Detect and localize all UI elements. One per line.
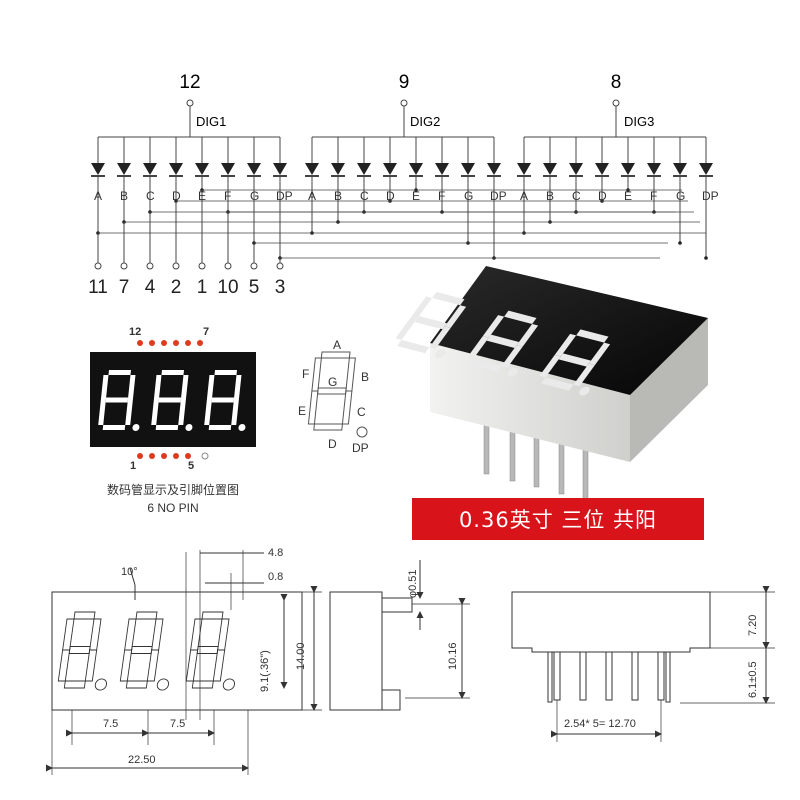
schematic-segment-label: A (520, 189, 528, 203)
front-bottom-pin-dots (137, 452, 209, 460)
schematic-pin-number: 1 (197, 277, 208, 298)
dim-front-digits (57, 611, 236, 691)
dim-pin-dia-label: φ0.51 (407, 569, 419, 598)
schematic-segment-label: D (386, 189, 395, 203)
segment-map-label-a: A (333, 338, 341, 352)
dig1-label: DIG1 (196, 114, 226, 129)
angle-line-2 (129, 567, 136, 586)
side-pin-top (381, 596, 413, 613)
render-body-top (430, 266, 708, 395)
schematic-segment-label: B (334, 189, 342, 203)
schematic-segment-label: G (676, 189, 685, 203)
schematic-segment-label: F (438, 189, 445, 203)
front-digits (98, 370, 246, 431)
side-view-body (329, 591, 383, 711)
schematic-segment-label: E (412, 189, 420, 203)
schematic-pin-number: 11 (88, 277, 108, 298)
schematic-pin-number: 4 (145, 277, 156, 298)
schematic-wiring (91, 99, 713, 270)
schematic-segment-label: D (172, 189, 181, 203)
front-bottom-pin-left: 1 (130, 460, 136, 472)
front-bottom-pin-right: 5 (188, 460, 194, 472)
schematic-segment-label: E (624, 189, 632, 203)
side-pin-bottom (382, 689, 401, 711)
dim-pin-length-label: 6.1±0.5 (747, 661, 759, 698)
dig3-pin-number: 8 (611, 72, 622, 93)
segment-map-outline (307, 351, 356, 431)
dimension-drawings (46, 550, 775, 775)
schematic-segment-label: C (146, 189, 155, 203)
schematic-segment-label: F (650, 189, 657, 203)
segment-map: A B C D E F G DP (298, 338, 369, 455)
dim-segment-width-label: 4.8 (268, 547, 283, 559)
dim-digit-height-label: 9.1(.36") (259, 650, 271, 692)
segment-map-label-g: G (328, 375, 337, 389)
schematic-segment-label: E (198, 189, 206, 203)
schematic-segment-label: B (546, 189, 554, 203)
schematic-pin-number: 3 (275, 277, 286, 298)
schematic-pin-number: 5 (249, 277, 260, 298)
segment-map-label-d: D (328, 437, 337, 451)
dim-body-height-label: 14.00 (295, 642, 307, 670)
bottom-view-pins (547, 651, 671, 703)
schematic-segment-label: DP (276, 189, 293, 203)
schematic-pin-number: 10 (217, 277, 238, 298)
dig2-pin-number: 9 (399, 72, 410, 93)
schematic-pin-number: 2 (171, 277, 182, 298)
schematic-segment-label: F (224, 189, 231, 203)
schematic-segment-label: DP (702, 189, 719, 203)
dim-pitch-1-label: 7.5 (103, 718, 118, 730)
segment-map-label-b: B (361, 370, 369, 384)
front-top-pin-left: 12 (129, 326, 141, 338)
schematic-segment-label: B (120, 189, 128, 203)
dig1-pin-number: 12 (179, 72, 200, 93)
dim-pin-row-label: 10.16 (447, 642, 459, 670)
dim-pitch-2-label: 7.5 (170, 718, 185, 730)
render-body-side (430, 343, 630, 462)
dig2-label: DIG2 (410, 114, 440, 129)
schematic-segment-labels: A B C D E F G DP A B C D E F G DP A B C D E F G DP (94, 189, 719, 203)
dim-body-depth-label: 7.20 (747, 615, 759, 636)
render-body-end (630, 318, 708, 462)
dim-body-width-label: 22.50 (128, 754, 156, 766)
product-banner: 0.36英寸 三位 共阳 (412, 498, 704, 540)
segment-map-label-f: F (302, 367, 309, 381)
segment-map-label-e: E (298, 404, 306, 418)
dim-front-outline (51, 591, 303, 711)
segment-map-label-dp: DP (352, 441, 369, 455)
schematic-segment-label: C (360, 189, 369, 203)
front-top-pin-dots (137, 340, 203, 346)
schematic-segment-label: A (308, 189, 316, 203)
segment-map-dp-dot (356, 426, 368, 438)
front-caption: 数码管显示及引脚位置图 (107, 482, 239, 497)
front-top-pin-right: 7 (203, 326, 209, 338)
schematic: 12 9 8 DIG1 DIG2 DIG3 A B C D E F G DP A B C D E F G DP… (88, 72, 719, 298)
schematic-segment-label: D (598, 189, 607, 203)
dim-pin-pitch-label: 2.54* 5= 12.70 (564, 718, 636, 730)
render-digits (395, 291, 611, 396)
dim-angle-label: 10° (121, 566, 138, 578)
dim-segment-gap-label: 0.8 (268, 571, 283, 583)
schematic-segment-label: DP (490, 189, 507, 203)
segment-map-label-c: C (357, 405, 366, 419)
schematic-segment-label: G (250, 189, 259, 203)
dig3-label: DIG3 (624, 114, 654, 129)
schematic-segment-label: A (94, 189, 102, 203)
no-pin-note: 6 NO PIN (147, 501, 198, 515)
schematic-pin-number: 7 (119, 277, 130, 298)
schematic-segment-label: G (464, 189, 473, 203)
dimension-labels: 10° 4.8 0.8 9.1(.36") 14.00 7.5 7.5 22.5… (103, 547, 759, 766)
front-view: 12 7 1 5 数码管显示及引脚位置图 6 NO PIN (90, 326, 256, 515)
schematic-segment-label: C (572, 189, 581, 203)
bottom-view-body (511, 591, 711, 653)
product-render (395, 266, 708, 501)
